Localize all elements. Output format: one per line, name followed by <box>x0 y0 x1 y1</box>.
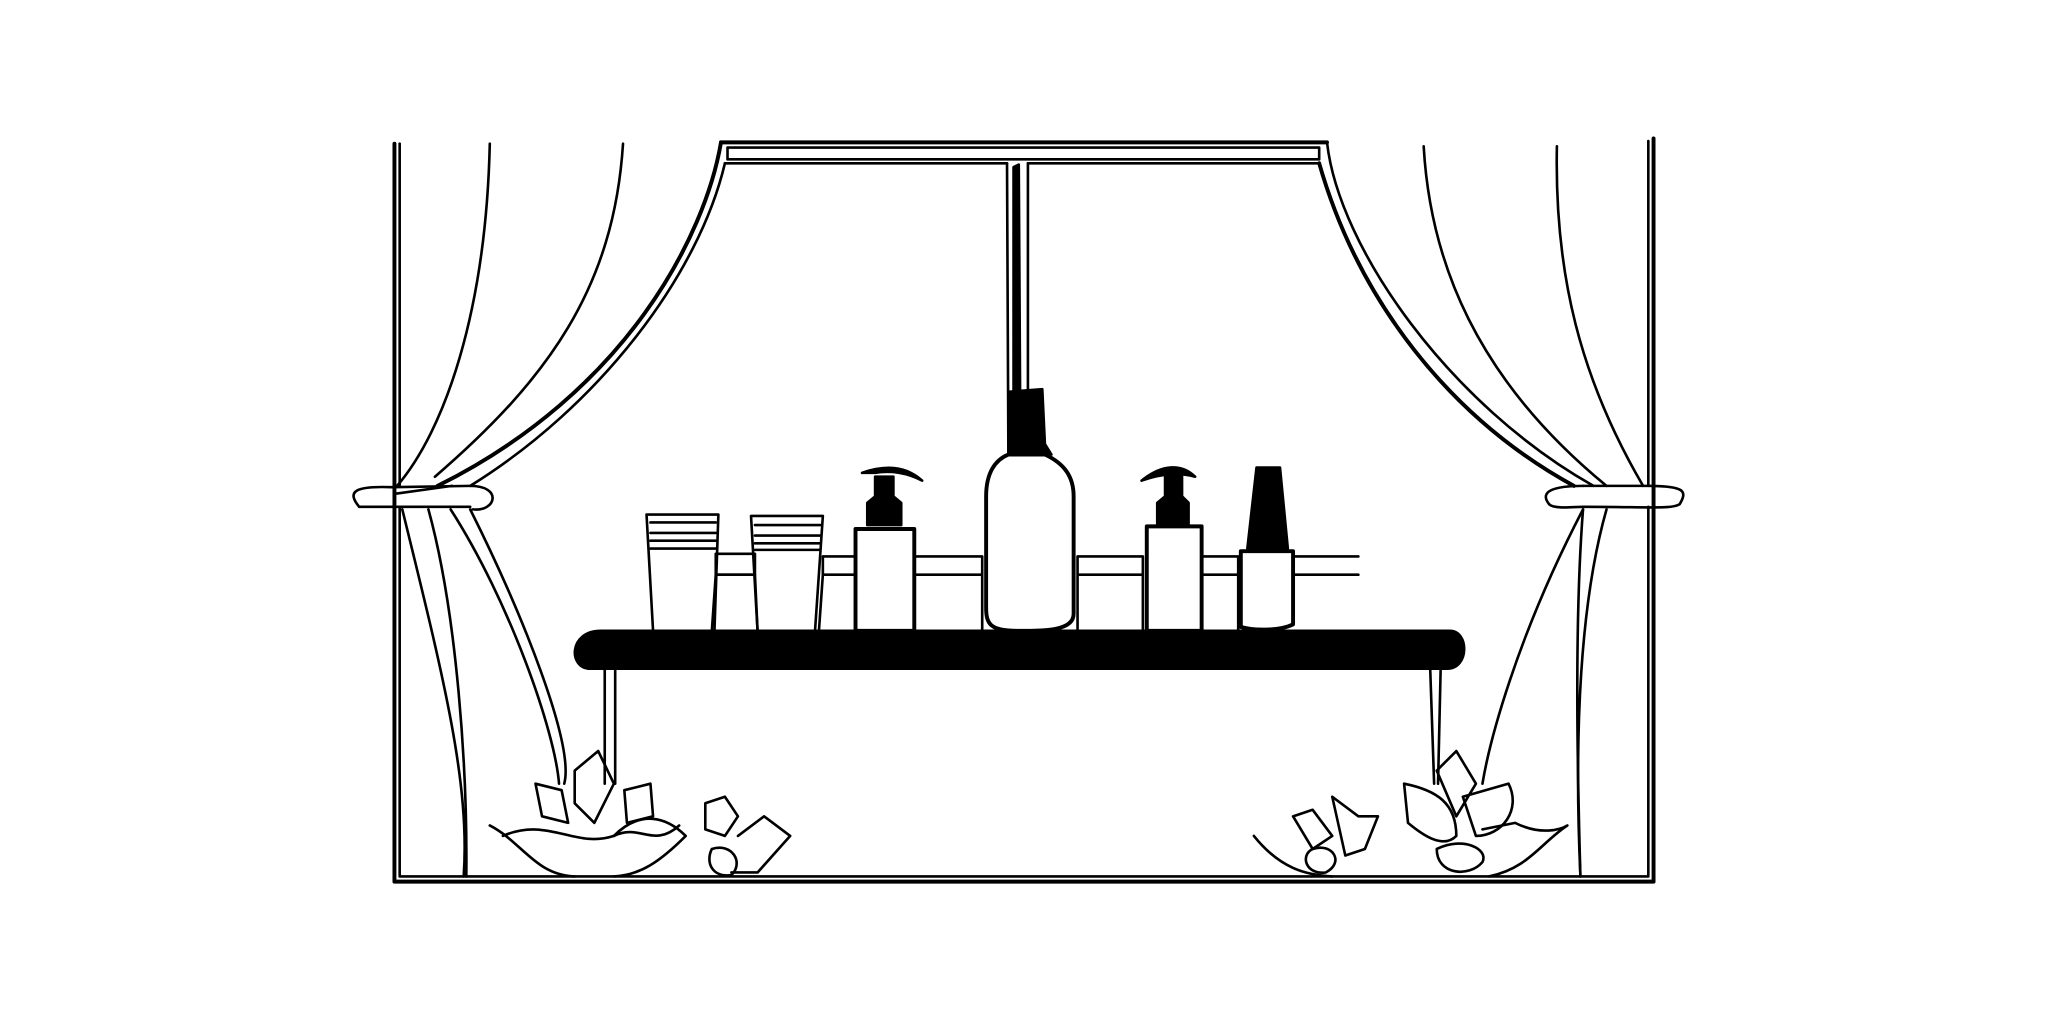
shelf <box>573 629 1466 785</box>
tall-bottle <box>1238 549 1296 632</box>
window-valance <box>435 140 1595 488</box>
flowers-right <box>1252 749 1569 878</box>
window-frame <box>392 136 1656 884</box>
pump-bottle-right <box>1144 524 1204 633</box>
right-curtain <box>1422 144 1685 878</box>
central-bottle <box>984 452 1076 633</box>
shelf-items <box>645 387 1360 633</box>
left-curtain <box>352 142 625 878</box>
jar-stack-mid <box>749 514 825 633</box>
pump-bottle-left <box>853 527 917 633</box>
flowers-left <box>488 749 792 878</box>
